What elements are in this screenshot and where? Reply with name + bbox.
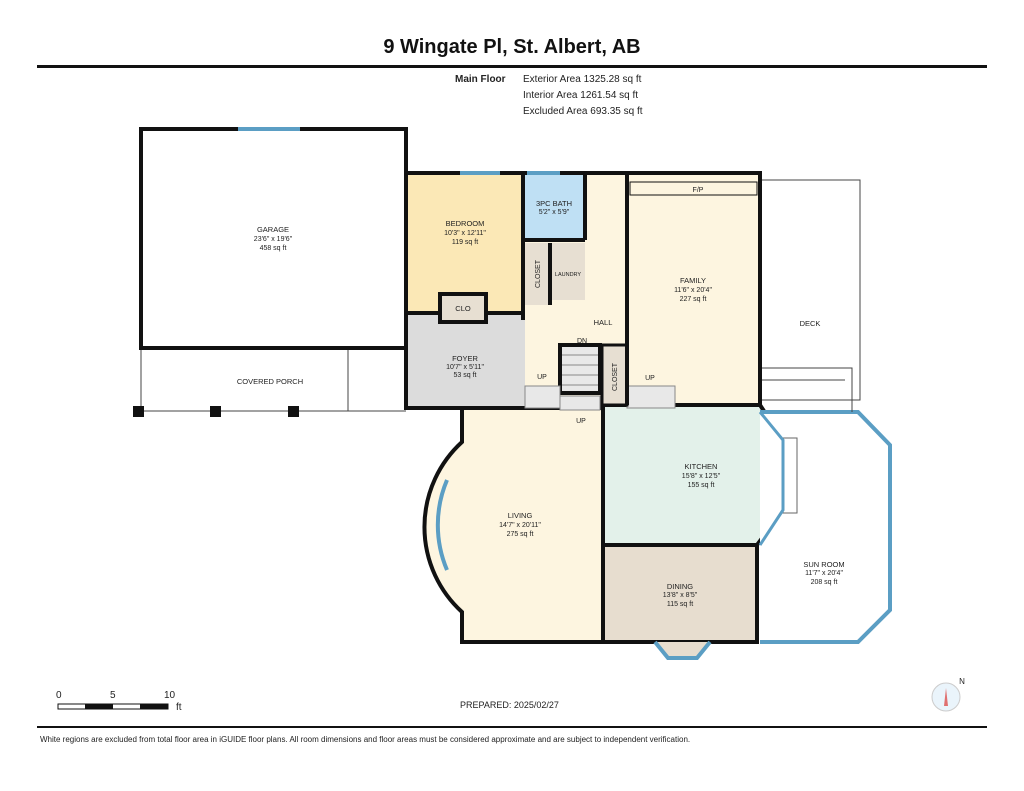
dining-fill bbox=[601, 543, 759, 644]
svg-text:N: N bbox=[959, 677, 965, 686]
svg-text:11'7" x 20'4": 11'7" x 20'4" bbox=[805, 570, 843, 577]
porch-post bbox=[288, 406, 299, 417]
room-foyer: FOYER 10'7" x 5'11" 53 sq ft bbox=[446, 354, 484, 379]
room-kitchen: KITCHEN 15'8" x 12'5" 155 sq ft bbox=[682, 462, 721, 489]
scale-tick-0: 0 bbox=[56, 690, 62, 701]
room-dining: DINING 13'8" x 8'5" 115 sq ft bbox=[663, 582, 698, 608]
svg-text:KITCHEN: KITCHEN bbox=[685, 462, 718, 471]
svg-text:119 sq ft: 119 sq ft bbox=[452, 239, 478, 246]
svg-text:53 sq ft: 53 sq ft bbox=[454, 372, 477, 379]
stairs-up-label: UP bbox=[537, 374, 547, 381]
svg-text:FOYER: FOYER bbox=[452, 354, 478, 363]
fireplace-label: F/P bbox=[693, 187, 704, 194]
svg-text:13'8" x 8'5": 13'8" x 8'5" bbox=[663, 592, 698, 599]
garage-walls bbox=[139, 127, 408, 350]
svg-text:14'7" x 20'11": 14'7" x 20'11" bbox=[499, 522, 541, 529]
stairs-dn-label: DN bbox=[577, 338, 587, 345]
room-3pc-bath: 3PC BATH 5'2" x 5'9" bbox=[536, 199, 572, 216]
living-fill bbox=[422, 406, 605, 644]
family-fill bbox=[627, 173, 760, 405]
scale-tick-10: 10 bbox=[164, 690, 176, 701]
divider bbox=[37, 65, 987, 68]
living-window bbox=[435, 479, 449, 571]
foyer-fill bbox=[406, 313, 525, 408]
sunroom-step bbox=[782, 437, 798, 514]
stairs-up-right[interactable] bbox=[626, 385, 676, 409]
svg-text:227 sq ft: 227 sq ft bbox=[680, 296, 707, 303]
svg-text:458 sq ft: 458 sq ft bbox=[260, 245, 287, 252]
svg-text:115 sq ft: 115 sq ft bbox=[667, 601, 693, 608]
deck-outline bbox=[760, 179, 861, 412]
bedroom-fill bbox=[406, 173, 523, 313]
dining-bay-window bbox=[653, 640, 712, 660]
room-covered-porch: COVERED PORCH bbox=[237, 377, 303, 386]
stairs-up-left[interactable] bbox=[524, 385, 561, 409]
svg-text:10'3" x 12'11": 10'3" x 12'11" bbox=[444, 230, 486, 237]
svg-text:BEDROOM: BEDROOM bbox=[446, 219, 485, 228]
room-hall: HALL bbox=[594, 318, 613, 327]
fireplace bbox=[629, 181, 758, 196]
room-clo: CLO bbox=[455, 304, 471, 313]
svg-text:10'7" x 5'11": 10'7" x 5'11" bbox=[446, 364, 484, 371]
room-deck: DECK bbox=[800, 319, 821, 328]
room-garage: GARAGE 23'6" x 19'6" 458 sq ft bbox=[254, 225, 293, 252]
svg-text:GARAGE: GARAGE bbox=[257, 225, 289, 234]
svg-text:DINING: DINING bbox=[667, 582, 693, 591]
closet2-fill bbox=[600, 343, 629, 407]
svg-text:275 sq ft: 275 sq ft bbox=[507, 531, 534, 538]
stairs-down[interactable] bbox=[558, 343, 602, 395]
room-closet: CLOSET bbox=[535, 259, 542, 288]
svg-text:FAMILY: FAMILY bbox=[680, 276, 706, 285]
svg-text:SUN ROOM: SUN ROOM bbox=[803, 560, 844, 569]
sunroom-walls bbox=[760, 410, 892, 644]
floor-name: Main Floor bbox=[455, 74, 506, 85]
disclaimer: White regions are excluded from total fl… bbox=[40, 735, 691, 744]
room-sun-room: SUN ROOM 11'7" x 20'4" 208 sq ft bbox=[803, 560, 844, 586]
compass-icon: N bbox=[931, 677, 965, 712]
porch-post bbox=[133, 406, 144, 417]
stairs-up-label: UP bbox=[576, 418, 586, 425]
excluded-area: Excluded Area 693.35 sq ft bbox=[523, 106, 643, 117]
divider bbox=[37, 726, 987, 728]
stair-treads bbox=[562, 354, 598, 386]
bath-fill bbox=[523, 173, 585, 240]
clo-fill bbox=[438, 292, 488, 324]
interior-area: Interior Area 1261.54 sq ft bbox=[523, 90, 639, 101]
stairs-up-label: UP bbox=[645, 375, 655, 382]
room-family: FAMILY 11'6" x 20'4" 227 sq ft bbox=[674, 276, 712, 303]
area-summary: Main Floor Exterior Area 1325.28 sq ft I… bbox=[455, 72, 643, 120]
stairs-up-center[interactable] bbox=[559, 395, 601, 411]
svg-text:15'8" x 12'5": 15'8" x 12'5" bbox=[682, 473, 721, 480]
kitchen-window bbox=[758, 411, 785, 546]
svg-text:5'2" x 5'9": 5'2" x 5'9" bbox=[539, 209, 570, 216]
room-closet-2: CLOSET bbox=[612, 362, 619, 391]
exterior-area: Exterior Area 1325.28 sq ft bbox=[523, 74, 642, 85]
porch-post bbox=[210, 406, 221, 417]
scale-unit: ft bbox=[176, 702, 182, 713]
room-laundry: LAUNDRY bbox=[555, 272, 582, 278]
svg-text:LIVING: LIVING bbox=[508, 511, 533, 520]
closet-fill bbox=[525, 243, 550, 305]
scale-bar bbox=[57, 703, 169, 710]
room-bedroom: BEDROOM 10'3" x 12'11" 119 sq ft bbox=[444, 219, 486, 246]
room-living: LIVING 14'7" x 20'11" 275 sq ft bbox=[499, 511, 541, 538]
prepared-date: PREPARED: 2025/02/27 bbox=[460, 700, 559, 710]
laundry-fill bbox=[552, 243, 585, 300]
scale-tick-5: 5 bbox=[110, 690, 116, 701]
interior-walls bbox=[404, 171, 762, 410]
page-title: 9 Wingate Pl, St. Albert, AB bbox=[383, 36, 641, 58]
svg-text:155 sq ft: 155 sq ft bbox=[688, 482, 715, 489]
svg-text:11'6" x 20'4": 11'6" x 20'4" bbox=[674, 287, 712, 294]
svg-text:3PC BATH: 3PC BATH bbox=[536, 199, 572, 208]
svg-text:23'6" x 19'6": 23'6" x 19'6" bbox=[254, 236, 293, 243]
svg-text:208 sq ft: 208 sq ft bbox=[811, 579, 838, 586]
